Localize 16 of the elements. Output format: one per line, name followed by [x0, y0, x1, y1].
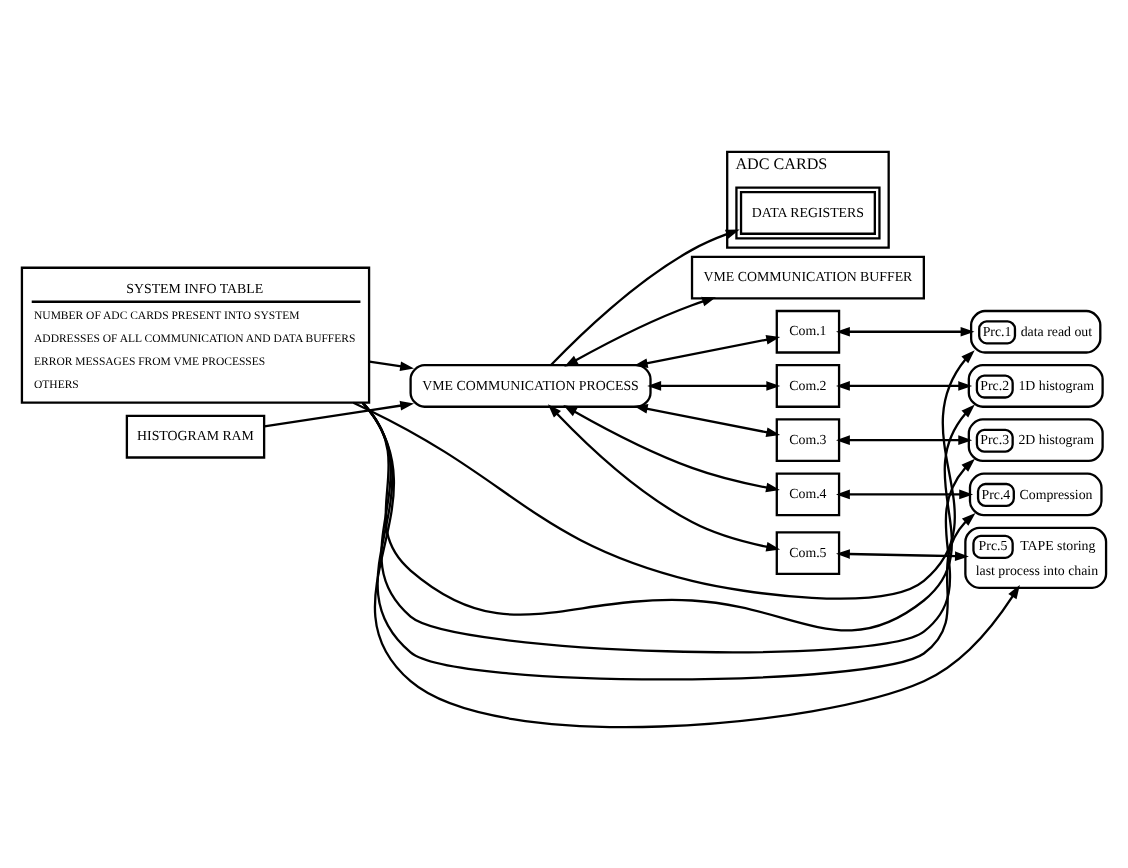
- arrow: [647, 380, 781, 390]
- arrow: [362, 401, 1020, 728]
- arrow: [564, 295, 716, 366]
- arrow: [352, 349, 975, 599]
- arrow: [836, 434, 973, 445]
- arrow: [633, 403, 781, 436]
- arrow: [836, 380, 973, 390]
- arrow: [550, 228, 740, 365]
- arrow: [563, 404, 780, 492]
- arrow: [836, 488, 974, 499]
- arrow: [369, 359, 415, 371]
- arrow: [633, 333, 781, 367]
- arrow: [836, 325, 975, 336]
- arrow: [836, 548, 969, 561]
- arrow: [264, 399, 415, 427]
- arrow: [547, 403, 781, 551]
